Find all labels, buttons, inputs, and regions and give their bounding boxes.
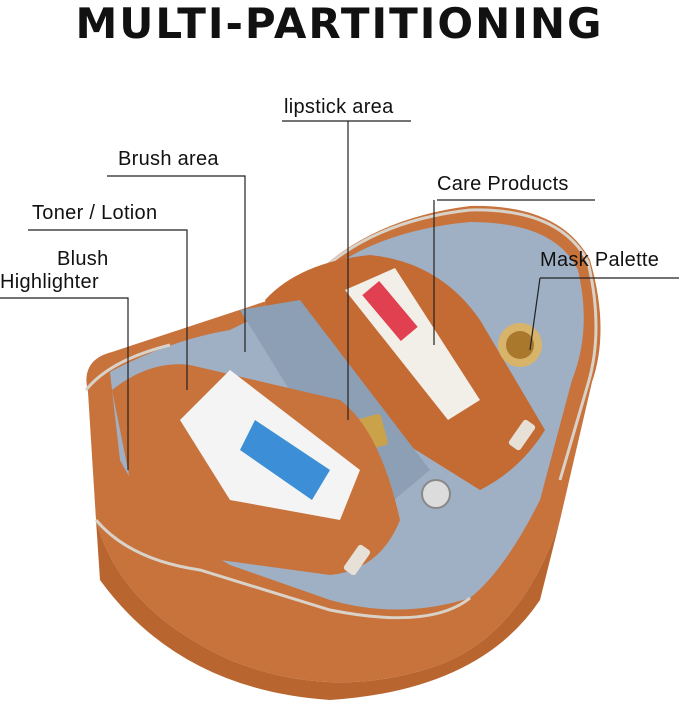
zipper-track — [84, 208, 598, 620]
mask-palette-label: Mask Palette — [540, 249, 660, 271]
highlighter-label: Highlighter — [0, 271, 99, 293]
toner-lotion-label: Toner / Lotion — [32, 202, 158, 224]
care-tube-label — [362, 280, 418, 342]
lipstick-leader — [282, 120, 411, 420]
toner-leader — [28, 229, 188, 390]
blush-leader — [0, 297, 129, 470]
rear-pouch — [265, 255, 545, 490]
brush-leader — [107, 175, 246, 352]
mask-leader — [529, 277, 679, 351]
care-products-label: Care Products — [437, 173, 569, 195]
zipper-pull-2 — [508, 419, 536, 451]
brush-area-label: Brush area — [118, 148, 219, 170]
bag-bottom-shade — [96, 520, 560, 700]
lipstick-area-label: lipstick area — [284, 96, 394, 118]
zipper-pull-1 — [343, 544, 371, 576]
care-leader — [433, 199, 595, 345]
blue-tube-stripe — [240, 420, 330, 500]
blush-label: Blush — [57, 248, 109, 270]
compact-mirror — [421, 479, 451, 509]
callout-lines — [0, 120, 679, 470]
page-title: MULTI-PARTITIONING — [75, 0, 604, 48]
